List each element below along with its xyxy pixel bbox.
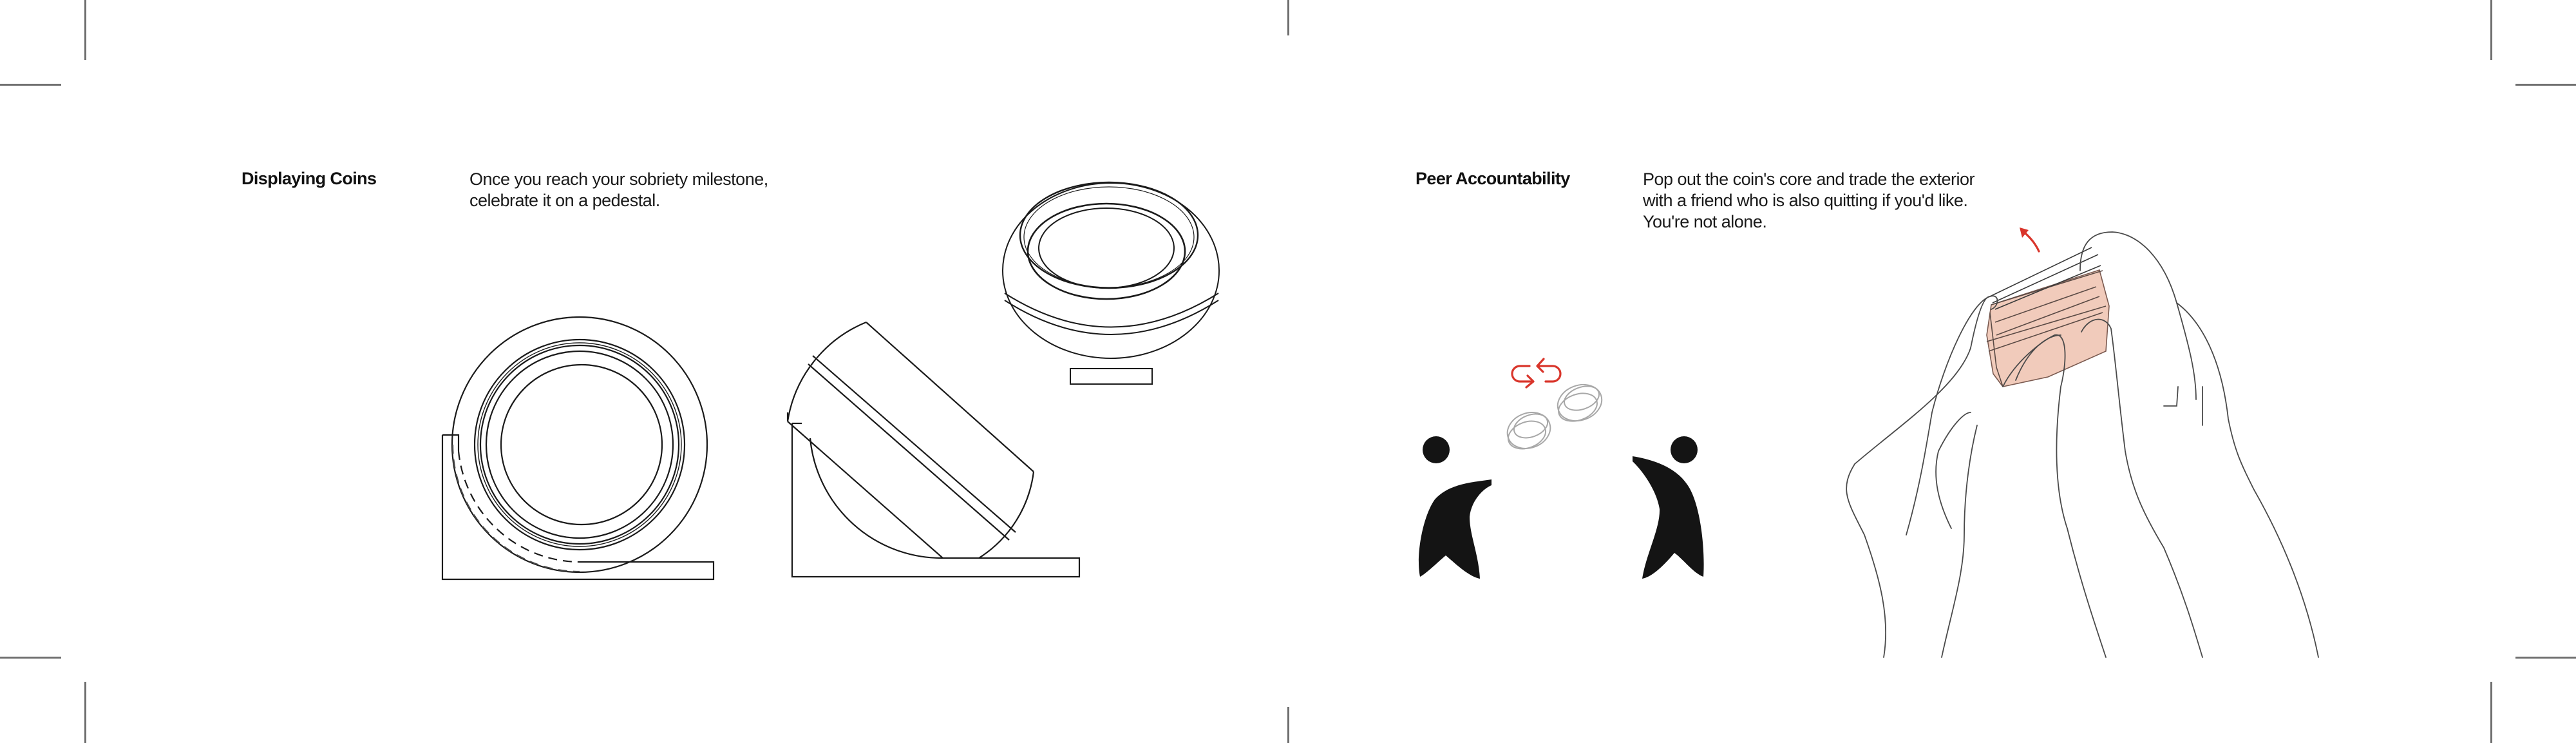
coin-on-pedestal-front-illustration (441, 316, 715, 581)
crop-mark-bottom-right-vertical (2490, 682, 2492, 743)
section-body-peer-accountability: Pop out the coin's core and trade the ex… (1643, 169, 1975, 233)
crop-mark-bottom-center (1287, 707, 1289, 743)
section-heading-peer-accountability: Peer Accountability (1416, 169, 1570, 188)
body-line: with a friend who is also quitting if yo… (1643, 191, 1968, 210)
crop-mark-top-left-horizontal (0, 84, 61, 86)
crop-mark-top-right-vertical (2490, 0, 2492, 60)
body-line: celebrate it on a pedestal. (469, 191, 660, 210)
exchanged-rings-illustration (1506, 383, 1603, 450)
person-figure-right (1633, 436, 1704, 579)
crop-mark-bottom-left-vertical (84, 682, 86, 743)
crop-mark-top-left-vertical (84, 0, 86, 60)
crop-mark-top-center (1287, 0, 1289, 35)
crop-mark-bottom-left-horizontal (0, 657, 61, 659)
coin-perspective-on-base-illustration (1002, 181, 1220, 385)
hands-popping-coin-core-illustration (1846, 231, 2319, 658)
coin-tilted-on-pedestal-illustration (786, 321, 1081, 578)
crop-mark-top-right-horizontal (2515, 84, 2576, 86)
pop-out-arrow-icon (2020, 227, 2040, 253)
body-line: You're not alone. (1643, 212, 1767, 231)
crop-mark-bottom-right-horizontal (2515, 657, 2576, 659)
body-line: Pop out the coin's core and trade the ex… (1643, 169, 1975, 189)
person-figure-left (1418, 436, 1492, 579)
section-heading-displaying-coins: Displaying Coins (242, 169, 377, 188)
swap-arrows-icon (1511, 358, 1562, 389)
section-body-displaying-coins: Once you reach your sobriety milestone, … (469, 169, 768, 211)
body-line: Once you reach your sobriety milestone, (469, 169, 768, 189)
